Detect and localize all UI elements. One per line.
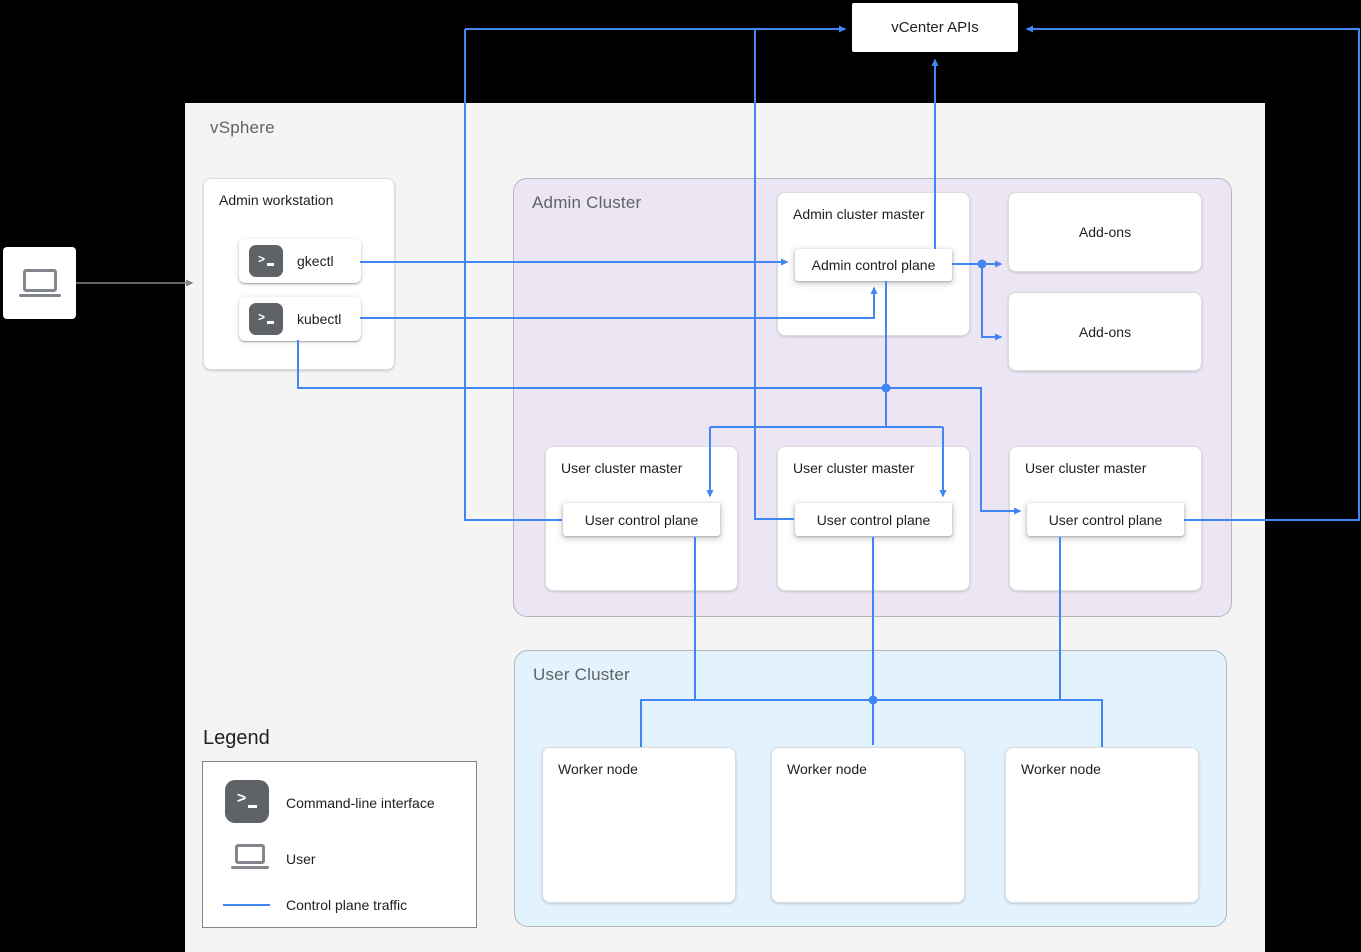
admin-cluster-master-title: Admin cluster master — [793, 206, 925, 222]
worker-node-card-2: Worker node — [771, 747, 965, 903]
vcenter-apis-box: vCenter APIs — [852, 3, 1018, 52]
admin-workstation-card: Admin workstation > gkectl > kubectl — [203, 178, 395, 370]
legend-title: Legend — [203, 727, 270, 749]
tool-kubectl-label: kubectl — [297, 311, 342, 327]
user-cluster-label: User Cluster — [533, 665, 630, 684]
legend-item-cli-label: Command-line interface — [286, 795, 435, 811]
addons-card-1: Add-ons — [1008, 192, 1202, 272]
addons-card-2: Add-ons — [1008, 292, 1202, 371]
tool-kubectl: > kubectl — [239, 297, 361, 341]
laptop-icon — [231, 844, 269, 869]
terminal-icon: > — [249, 245, 283, 277]
admin-cluster-label: Admin Cluster — [532, 193, 642, 212]
user-control-plane-2: User control plane — [795, 503, 952, 536]
admin-control-plane: Admin control plane — [795, 249, 952, 281]
laptop-icon — [18, 269, 61, 297]
legend-item-user-label: User — [286, 851, 316, 867]
control-plane-traffic-line — [223, 904, 270, 906]
terminal-icon: > — [249, 303, 283, 335]
terminal-icon: > — [225, 780, 269, 823]
legend-item-traffic-label: Control plane traffic — [286, 897, 408, 913]
vcenter-apis-label: vCenter APIs — [891, 19, 979, 36]
admin-workstation-title: Admin workstation — [219, 192, 334, 208]
worker-node-card-3: Worker node — [1005, 747, 1199, 903]
tool-gkectl: > gkectl — [239, 239, 361, 283]
legend-box: > Command-line interface User Control pl… — [202, 761, 477, 928]
worker-node-card-1: Worker node — [542, 747, 736, 903]
vsphere-label: vSphere — [210, 118, 275, 137]
user-box — [3, 247, 76, 319]
user-control-plane-3: User control plane — [1027, 503, 1184, 536]
user-control-plane-1: User control plane — [563, 503, 720, 536]
tool-gkectl-label: gkectl — [297, 253, 334, 269]
